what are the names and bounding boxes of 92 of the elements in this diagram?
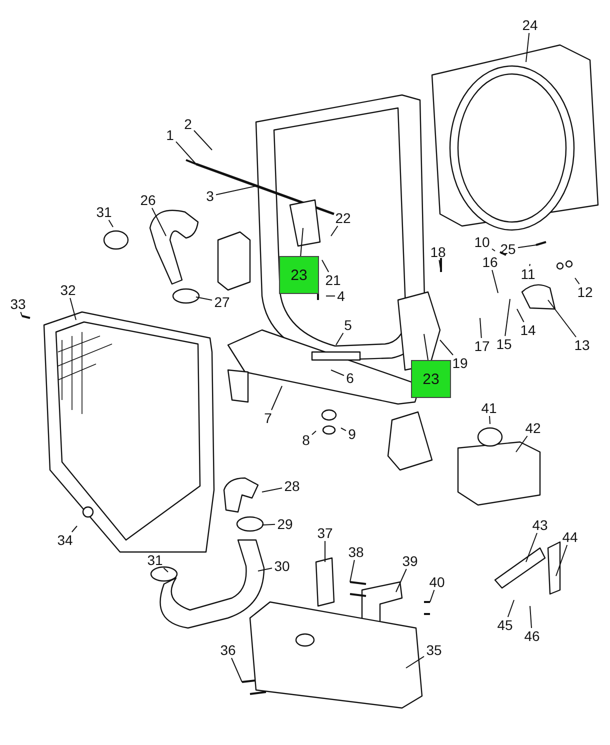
leader-line [71, 526, 78, 532]
callout-number: 44 [562, 530, 578, 544]
callout-number: 17 [474, 339, 490, 353]
callout-number: 21 [325, 273, 341, 287]
callout-number: 31 [96, 205, 112, 219]
leader-line [507, 600, 514, 618]
leader-line [556, 544, 568, 576]
leader-line [440, 340, 454, 356]
callout-number: 42 [525, 421, 541, 435]
callout-number: 40 [429, 575, 445, 589]
callout-number: 32 [60, 283, 76, 297]
leader-line [406, 656, 424, 668]
callout-number: 15 [496, 337, 512, 351]
callout-number: 7 [264, 411, 272, 425]
callout-number: 45 [497, 618, 513, 632]
callout-tag: 23 [279, 256, 319, 294]
leader-line [262, 524, 276, 526]
leader-line [70, 298, 76, 320]
leader-line [526, 532, 538, 562]
callout-number: 16 [482, 255, 498, 269]
callout-number: 29 [277, 517, 293, 531]
leader-line [518, 244, 536, 248]
callout-number: 35 [426, 643, 442, 657]
callout-number: 43 [532, 518, 548, 532]
leader-line [152, 208, 166, 236]
callout-number: 28 [284, 479, 300, 493]
callout-number: 33 [10, 297, 26, 311]
callout-number: 41 [481, 401, 497, 415]
leader-line [196, 296, 212, 301]
leader-line [163, 568, 168, 572]
leader-line [492, 270, 498, 294]
leader-line [548, 300, 576, 338]
leader-line [20, 312, 22, 316]
leader-line [424, 334, 428, 360]
callout-number: 27 [214, 295, 230, 309]
leader-line [489, 416, 490, 424]
callout-number: 14 [520, 323, 536, 337]
callout-number: 6 [346, 371, 354, 385]
leader-line [262, 488, 282, 492]
leader-line [526, 32, 530, 62]
callout-number: 4 [337, 289, 345, 303]
leader-line [480, 318, 482, 338]
leader-line [330, 370, 344, 376]
leader-line [231, 658, 242, 682]
leader-line [529, 264, 530, 266]
leader-line [492, 248, 496, 252]
callout-number: 12 [577, 285, 593, 299]
leader-line [108, 220, 114, 228]
leader-line [300, 228, 304, 256]
callout-number: 13 [574, 338, 590, 352]
callout-number: 24 [522, 18, 538, 32]
leader-line [438, 260, 442, 272]
leader-line [516, 308, 524, 322]
leader-line [322, 260, 330, 272]
leader-line [340, 428, 346, 432]
leader-line [574, 278, 580, 284]
callout-number: 8 [302, 433, 310, 447]
callout-number: 3 [206, 189, 214, 203]
leader-line [271, 386, 282, 410]
leader-line [324, 540, 326, 562]
leader-line [430, 590, 435, 602]
leader-line [516, 436, 528, 452]
callout-number: 26 [140, 193, 156, 207]
callout-number: 37 [317, 526, 333, 540]
callout-number: 46 [524, 629, 540, 643]
leader-line [194, 130, 212, 150]
leader-line [336, 332, 344, 346]
leader-line [312, 430, 316, 436]
leader-line [350, 560, 355, 582]
callout-tag: 23 [411, 360, 451, 398]
callout-number: 36 [220, 643, 236, 657]
leader-line [330, 226, 338, 236]
leader-line [176, 141, 196, 164]
callout-number: 9 [348, 427, 356, 441]
leader-line [396, 568, 407, 592]
callout-number: 19 [452, 356, 468, 370]
callout-number: 1 [166, 128, 174, 142]
leader-line [258, 568, 272, 572]
callout-number: 38 [348, 545, 364, 559]
callout-number: 5 [344, 318, 352, 332]
callout-number: 18 [430, 245, 446, 259]
callout-number: 10 [474, 235, 490, 249]
callout-number: 30 [274, 559, 290, 573]
callout-number: 39 [402, 554, 418, 568]
leader-line [530, 606, 532, 628]
callout-number: 31 [147, 553, 163, 567]
callout-number: 34 [57, 533, 73, 547]
leader-line [504, 298, 510, 336]
callout-number: 11 [520, 267, 536, 281]
callout-number: 2 [184, 117, 192, 131]
callout-number: 22 [335, 211, 351, 225]
leader-line [216, 186, 256, 196]
